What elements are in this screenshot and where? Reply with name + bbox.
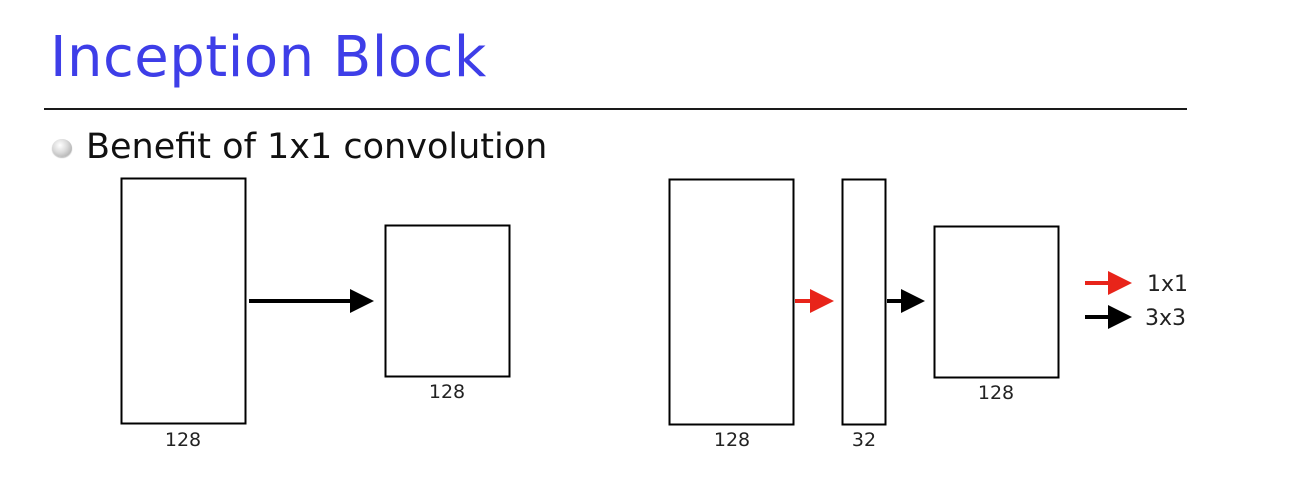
input-feature-map-right: [668, 178, 795, 426]
output-feature-map-right: [933, 225, 1060, 379]
direct-conv-diagram: 128 128: [120, 177, 511, 451]
input-channel-label-right: 128: [714, 429, 750, 451]
input-channel-label-left: 128: [165, 429, 201, 451]
bullet-orb-icon: [52, 139, 72, 157]
legend-3x3-label: 3x3: [1145, 306, 1186, 331]
bottleneck-feature-map: [841, 178, 887, 426]
output-channel-label-left: 128: [429, 381, 465, 403]
input-feature-map-left: [120, 177, 247, 425]
page-title: Inception Block: [50, 25, 487, 90]
output-feature-map-left: [384, 224, 511, 378]
bottleneck-conv-diagram: 128 32 128: [668, 178, 1060, 451]
bullet-text: Benefit of 1x1 convolution: [86, 127, 548, 167]
bottleneck-channel-label: 32: [852, 429, 876, 451]
title-divider: [44, 108, 1187, 110]
legend-1x1-label: 1x1: [1147, 272, 1188, 297]
output-channel-label-right: 128: [978, 382, 1014, 404]
legend: 1x1 3x3: [1085, 271, 1188, 331]
